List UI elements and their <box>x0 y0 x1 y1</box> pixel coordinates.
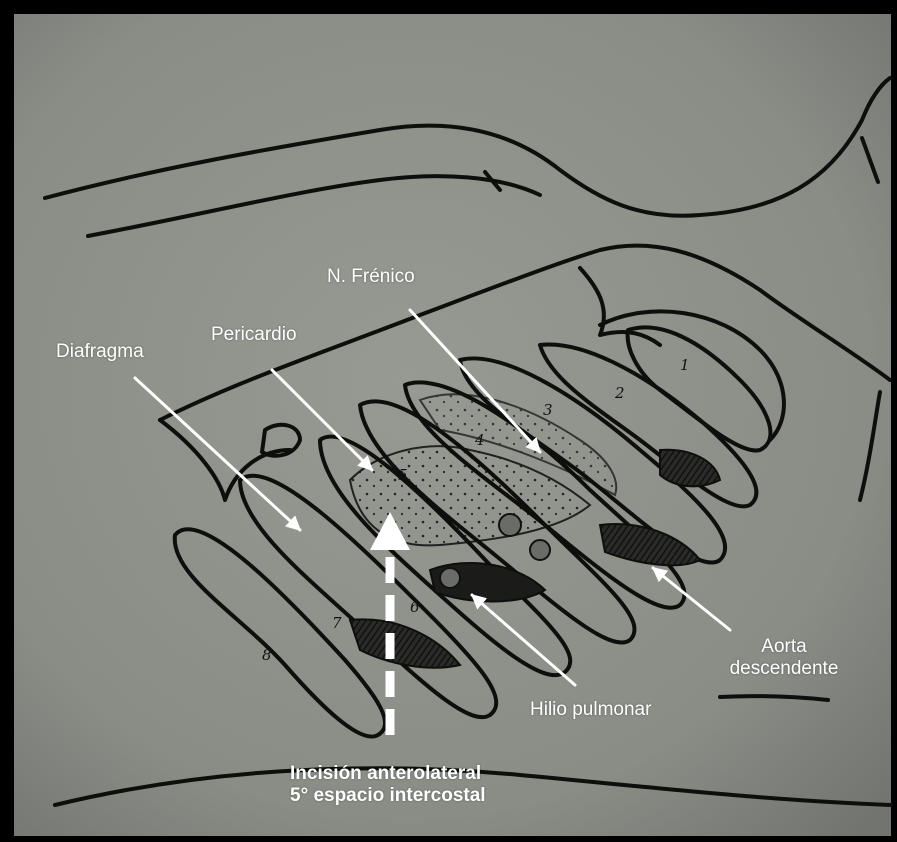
rib-8 <box>172 527 388 739</box>
rib-number-4: 4 <box>474 431 485 449</box>
rib-number-8: 8 <box>262 646 272 664</box>
scapula <box>598 309 786 442</box>
label-aorta-line2: descendente <box>729 658 839 679</box>
arrow-nervio-frenico <box>408 308 542 454</box>
arrow-hilio <box>470 593 577 687</box>
rib-number-7: 7 <box>332 614 342 632</box>
aorta-fill <box>598 523 702 567</box>
label-aorta-descendente: Aorta descendente <box>714 636 854 680</box>
lower-shadow-fill <box>348 618 462 669</box>
arrow-pericardio <box>270 368 374 472</box>
rib-number-3: 3 <box>543 401 553 419</box>
lung-fill <box>418 393 618 497</box>
label-incision-line1: Incisión anterolateral <box>290 763 482 784</box>
body-lower-outline <box>53 766 893 807</box>
label-diafragma: Diafragma <box>56 341 144 362</box>
rib-7 <box>238 473 499 719</box>
rib-number-2: 2 <box>614 384 625 402</box>
incision-arrow <box>370 512 410 735</box>
arrow-diafragma <box>133 376 302 532</box>
label-hilio-pulmonar: Hilio pulmonar <box>530 699 652 720</box>
posterior-muscle-fill <box>659 448 722 488</box>
label-incision: Incisión anterolateral 5° espacio interc… <box>290 763 486 807</box>
label-incision-line2: 5° espacio intercostal <box>290 785 486 806</box>
label-pericardio: Pericardio <box>211 324 297 345</box>
arrow-aorta <box>651 566 732 632</box>
rib-number-6: 6 <box>410 598 420 616</box>
label-nervio-frenico: N. Frénico <box>327 266 415 287</box>
rib-cartilage <box>158 418 292 502</box>
back-outline <box>158 243 892 422</box>
hilum-vessels <box>439 513 551 589</box>
rib-2 <box>538 342 759 509</box>
arm-lower-outline <box>86 174 542 238</box>
arm-outline <box>43 76 892 218</box>
clavicle <box>578 266 662 347</box>
label-aorta-line1: Aorta <box>761 636 807 657</box>
rib-number-5: 5 <box>398 466 408 484</box>
rib-number-1: 1 <box>680 356 690 374</box>
